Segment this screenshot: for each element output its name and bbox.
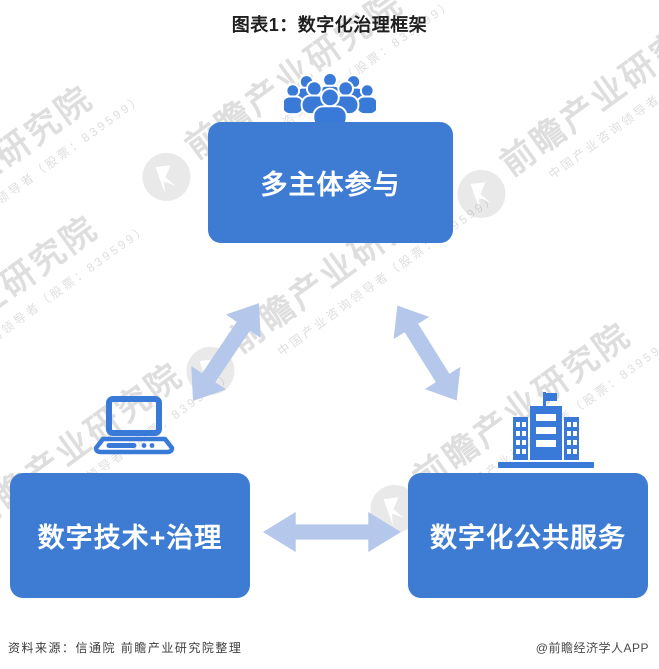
node-label: 多主体参与 [260, 170, 401, 200]
watermark-logo-icon [132, 142, 200, 211]
watermark-tagline: 中国产业咨询领导者（股票：839599） [0, 220, 152, 390]
people-icon [284, 73, 376, 122]
node-multi-participation: 多主体参与 [208, 122, 453, 243]
watermark-brand: 前瞻产业研究院 [0, 208, 106, 392]
node-label: 数字技术+治理 [37, 523, 223, 553]
watermark-tile: 前瞻产业研究院中国产业咨询领导者（股票：839599） [0, 79, 184, 308]
node-label: 数字化公共服务 [430, 523, 626, 553]
watermark-tagline: 中国产业咨询领导者（股票：839599） [0, 90, 147, 260]
arrow-left-to-right [263, 510, 401, 554]
watermark-brand: 前瞻产业研究院 [0, 78, 101, 262]
figure-title: 图表1：数字化治理框架 [231, 15, 428, 35]
arrow-top-to-left [174, 290, 278, 414]
app-credit: @前瞻经济学人APP [535, 641, 649, 655]
arrow-top-to-right [378, 293, 476, 412]
building-icon [496, 390, 596, 470]
watermark-tile: 前瞻产业研究院中国产业咨询领导者（股票：839599） [447, 1, 659, 230]
figure-footer: 资料来源：信通院 前瞻产业研究院整理 @前瞻经济学人APP [8, 639, 649, 656]
watermark-logo-icon [447, 159, 515, 228]
laptop-icon [92, 396, 176, 458]
watermark-tagline: 中国产业咨询领导者（股票：839599） [546, 12, 659, 182]
node-digital-technology: 数字技术+治理 [10, 473, 250, 598]
source-note: 资料来源：信通院 前瞻产业研究院整理 [8, 641, 243, 655]
node-digital-public-services: 数字化公共服务 [408, 473, 648, 598]
